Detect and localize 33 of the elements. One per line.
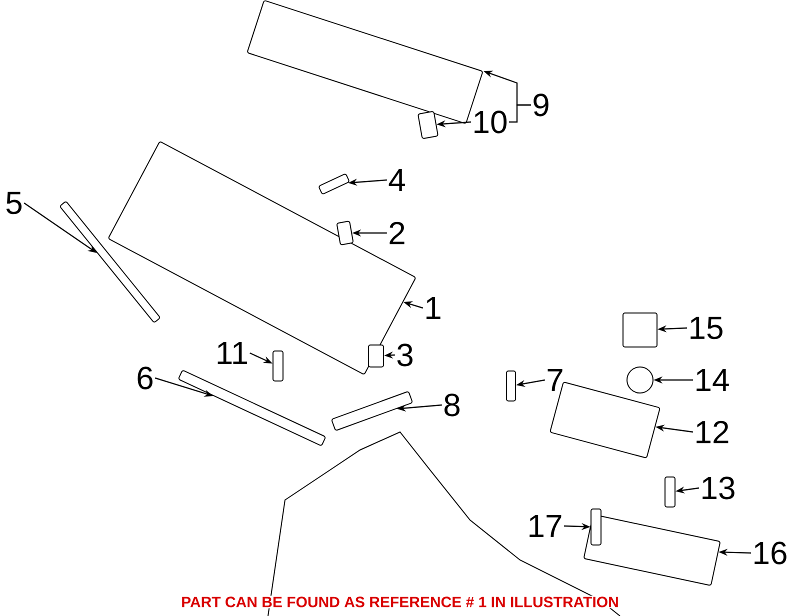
- part-outline: [332, 391, 413, 431]
- ring-drawing: [626, 366, 654, 394]
- part-outline: [664, 476, 676, 508]
- callout-number: 13: [702, 476, 734, 500]
- callout-number: 6: [138, 366, 152, 390]
- part-outline: [584, 514, 720, 586]
- callout-number: 7: [548, 369, 562, 391]
- part-outline: [506, 370, 516, 402]
- callout-number: 4: [388, 169, 405, 191]
- callout-number: 15: [690, 316, 722, 340]
- callout-number: 9: [534, 94, 548, 116]
- part-outline: [318, 174, 350, 194]
- part-outline: [368, 344, 384, 368]
- part-outline: [622, 312, 658, 348]
- part-outline: [590, 508, 602, 546]
- leader-line: [509, 104, 531, 123]
- part-outline: [418, 111, 438, 139]
- callout-number: 14: [696, 369, 729, 391]
- callout-number: 1: [426, 297, 440, 319]
- note-text: PART CAN BE FOUND AS REFERENCE # 1 IN ILLUSTRATION: [180, 596, 620, 608]
- callout-number: 16: [754, 542, 786, 564]
- callout-number: 12: [696, 420, 728, 444]
- callout-number: 2: [390, 222, 404, 244]
- part-outline: [60, 202, 160, 322]
- callout-number: 3: [397, 344, 412, 366]
- part-outline: [336, 220, 354, 246]
- part-outline: [272, 350, 284, 382]
- callout-number: 11: [218, 342, 248, 364]
- part-outline: [178, 370, 326, 446]
- callout-number: 8: [444, 394, 460, 416]
- callout-number: 5: [6, 192, 22, 214]
- callout-number: 10: [474, 110, 507, 134]
- callout-number: 17: [530, 515, 562, 537]
